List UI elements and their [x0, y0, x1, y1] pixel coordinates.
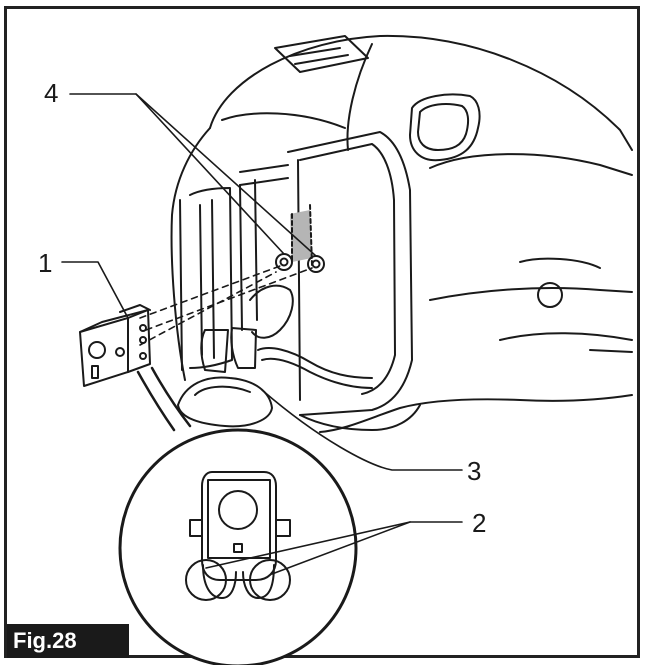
callout-2: 2: [472, 508, 487, 538]
leader-lines: [61, 93, 463, 575]
tool-housing: [170, 34, 633, 433]
alignment-lines: [139, 265, 313, 346]
battery-cavity: [179, 131, 413, 416]
mount-area-highlight: [290, 210, 312, 262]
callout-1: 1: [38, 248, 53, 278]
figure-label: Fig.28: [7, 624, 129, 658]
magnified-detail: [118, 428, 358, 665]
callout-4: 4: [44, 78, 59, 108]
component-part-1: [79, 304, 151, 387]
callout-3: 3: [467, 456, 482, 486]
mount-area-dashed-edge: [309, 204, 313, 266]
lower-clamp: [177, 284, 421, 431]
magnifier-connector: [136, 370, 176, 432]
